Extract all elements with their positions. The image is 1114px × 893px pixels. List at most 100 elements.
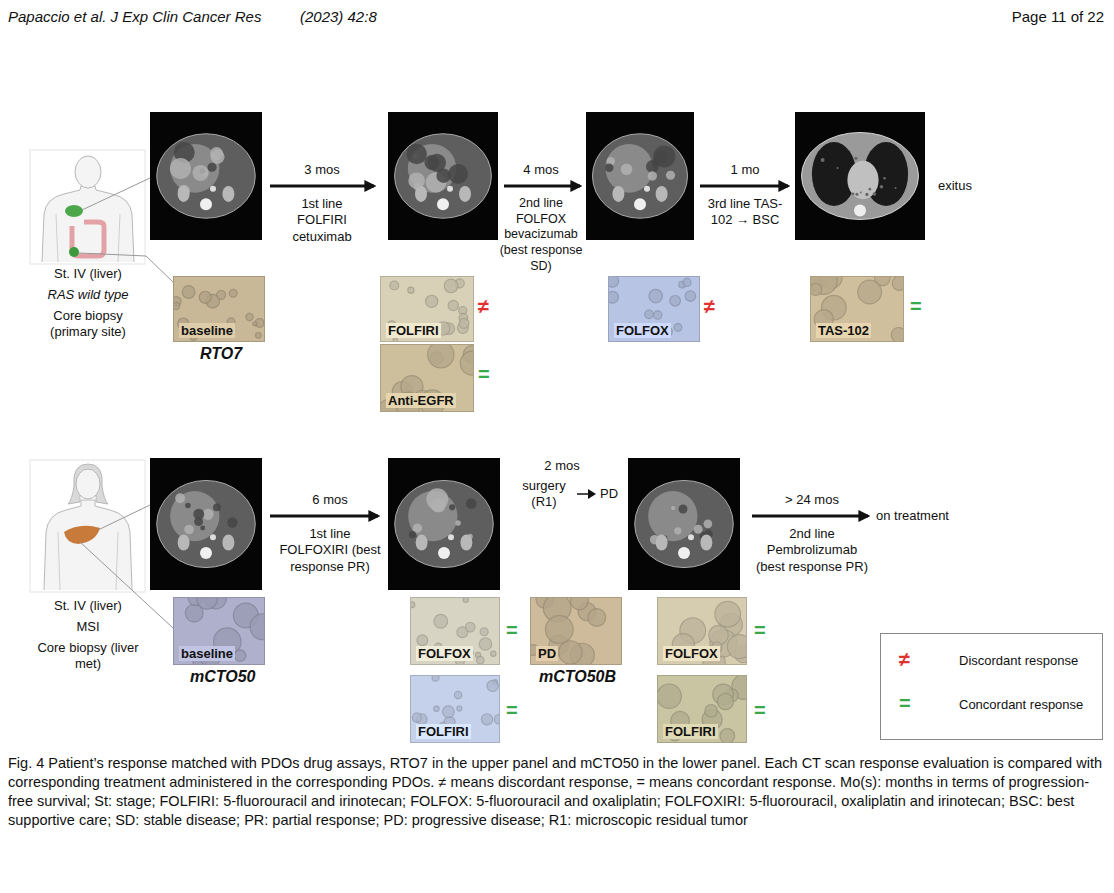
organoid bbox=[459, 318, 469, 328]
organoid-line-name: mCTO50B bbox=[539, 668, 616, 686]
ct-lesion bbox=[703, 519, 712, 528]
ct-scan bbox=[150, 458, 262, 590]
ct-background bbox=[150, 112, 262, 240]
organoid bbox=[428, 345, 454, 368]
ct-kidney bbox=[459, 186, 471, 202]
ct-liver bbox=[605, 144, 653, 193]
ct-lesion bbox=[409, 531, 416, 538]
timeline-arrows bbox=[270, 186, 868, 516]
ct-lesion bbox=[193, 165, 209, 181]
ct-body bbox=[592, 134, 687, 218]
ct-body bbox=[395, 480, 494, 567]
timeline-arrow bbox=[700, 185, 788, 188]
organoid bbox=[246, 313, 253, 320]
ct-aorta bbox=[210, 186, 216, 192]
organoid bbox=[683, 278, 691, 286]
figure-caption: Fig. 4 Patient’s response matched with P… bbox=[8, 754, 1106, 830]
ct-vessel bbox=[865, 193, 868, 196]
legend-swatch: = bbox=[899, 692, 911, 715]
ct-vessel bbox=[880, 185, 884, 189]
organoid-image: FOLFIRI bbox=[380, 276, 474, 342]
page-header: Papaccio et al. J Exp Clin Cancer Res bbox=[8, 8, 261, 27]
drug-label: FOLFIRI bbox=[386, 323, 441, 338]
ct-vessel bbox=[860, 191, 862, 193]
ct-kidney bbox=[612, 186, 624, 202]
ct-background bbox=[795, 112, 925, 240]
ct-aorta bbox=[210, 534, 216, 540]
ct-vessel bbox=[873, 192, 877, 196]
ct-lesion bbox=[666, 171, 675, 180]
legend-box: ≠Discordant response=Concordant response bbox=[880, 633, 1103, 740]
ct-lesion bbox=[426, 488, 448, 510]
organoid bbox=[417, 635, 428, 646]
ct-lesion bbox=[227, 517, 237, 527]
organoid bbox=[174, 302, 180, 309]
ct-lesion bbox=[436, 169, 450, 183]
organoid bbox=[426, 295, 438, 307]
response-symbol: = bbox=[910, 294, 922, 319]
timeline-arrow bbox=[270, 515, 378, 518]
ct-lesion bbox=[185, 503, 191, 509]
ct-body bbox=[635, 480, 734, 567]
annotation-text: surgery (R1) bbox=[515, 478, 573, 511]
organoid bbox=[720, 729, 735, 742]
ct-scan bbox=[150, 112, 262, 240]
organoid bbox=[182, 286, 195, 299]
ct-heart bbox=[847, 161, 878, 199]
ct-lesion bbox=[605, 163, 614, 172]
ct-background bbox=[388, 112, 498, 240]
ct-kidney bbox=[656, 186, 668, 202]
response-symbol: ≠ bbox=[478, 294, 489, 319]
ct-lesion bbox=[455, 520, 461, 526]
response-symbol: = bbox=[754, 698, 766, 723]
ct-lesion bbox=[406, 144, 426, 164]
organoid bbox=[432, 676, 439, 681]
organoid-image: FOLFOX bbox=[410, 597, 500, 665]
organoid bbox=[454, 691, 461, 698]
ct-lesion bbox=[424, 155, 439, 170]
drug-label: FOLFIRI bbox=[416, 724, 471, 739]
annotation-text: Core biopsy (primary site) bbox=[28, 308, 148, 341]
ct-lesion bbox=[193, 509, 204, 520]
annotation-text: 2nd line Pembrolizumab (best response PR… bbox=[752, 526, 872, 575]
annotation-text: Core biopsy (liver met) bbox=[28, 640, 148, 673]
organoid bbox=[811, 283, 822, 295]
organoid bbox=[408, 287, 414, 293]
organoid-image: Anti-EGFR bbox=[380, 344, 474, 412]
ct-spine bbox=[854, 205, 866, 217]
organoid-image: baselinemCTO50 bbox=[173, 597, 265, 665]
organoid bbox=[217, 290, 226, 299]
ct-spine bbox=[437, 198, 449, 210]
ct-lesion bbox=[679, 505, 688, 514]
organoid bbox=[477, 656, 484, 663]
figure-frame bbox=[30, 460, 145, 592]
drug-label: baseline bbox=[179, 646, 235, 661]
primary-tumour bbox=[69, 247, 79, 257]
organoid-image: PDmCTO50B bbox=[530, 597, 622, 665]
drug-label: TAS-102 bbox=[816, 323, 871, 338]
organoid bbox=[250, 614, 264, 640]
organoid bbox=[727, 635, 746, 659]
organoid bbox=[463, 598, 468, 602]
annotation-text: RAS wild type bbox=[18, 287, 158, 303]
organoid bbox=[491, 651, 496, 656]
response-symbol: = bbox=[478, 362, 490, 387]
ct-aorta bbox=[644, 186, 650, 192]
organoid bbox=[670, 295, 681, 306]
annotation-text: St. IV (liver) bbox=[18, 266, 158, 282]
organoid bbox=[199, 291, 211, 303]
page-header: (2023) 42:8 bbox=[300, 8, 377, 27]
ct-lesion bbox=[175, 493, 185, 503]
organoid bbox=[460, 351, 473, 375]
annotation-text: MSI bbox=[18, 619, 158, 635]
ct-scan bbox=[586, 112, 694, 240]
organoid bbox=[571, 598, 589, 610]
ct-vessel bbox=[821, 158, 825, 162]
ct-spine bbox=[678, 547, 690, 559]
timeline-arrow bbox=[504, 185, 580, 188]
ct-scan bbox=[388, 458, 500, 590]
organoid bbox=[434, 706, 439, 711]
ct-body bbox=[157, 480, 256, 567]
organoid bbox=[444, 279, 458, 293]
male-body bbox=[42, 186, 134, 262]
